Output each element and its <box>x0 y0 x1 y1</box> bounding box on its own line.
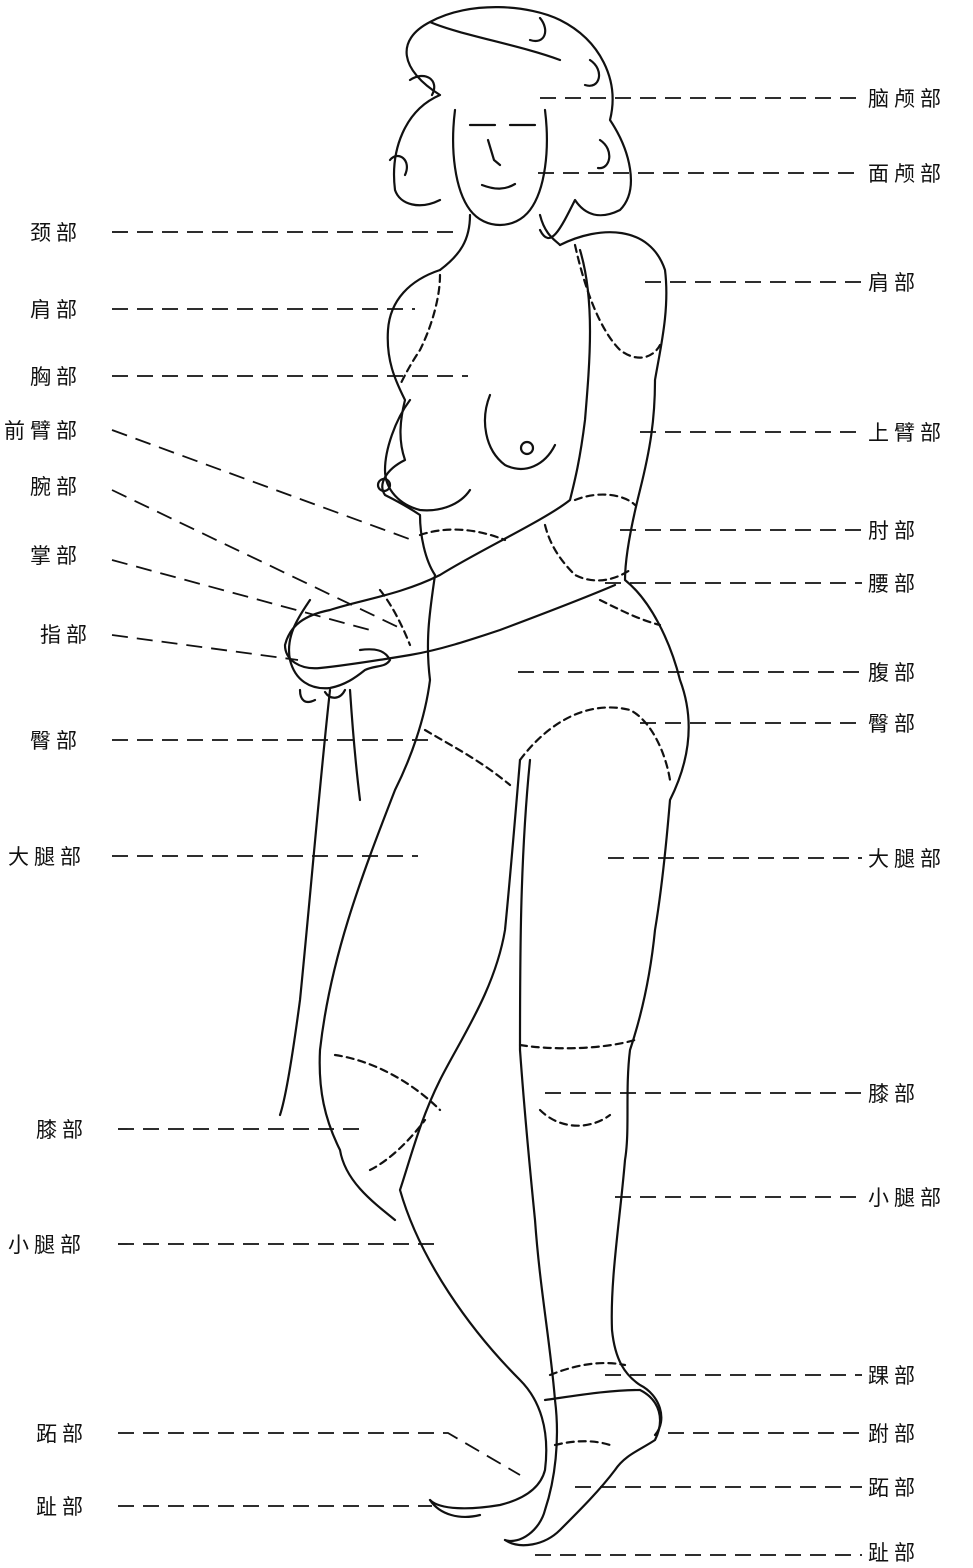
leader-zhi-finger <box>112 635 298 660</box>
label-zhi-right: 跖部 <box>868 1475 920 1501</box>
label-xi-left: 膝部 <box>36 1117 88 1143</box>
label-mianlu: 面颅部 <box>868 161 946 187</box>
label-jian-right: 肩部 <box>868 270 920 296</box>
label-xiaotui-left: 小腿部 <box>8 1232 86 1258</box>
leader-wan <box>112 490 400 628</box>
leader-zhang <box>112 560 370 630</box>
label-naolu: 脑颅部 <box>868 86 946 112</box>
label-tun-right: 臀部 <box>868 711 920 737</box>
label-zhi-toe-right: 趾部 <box>868 1540 920 1566</box>
label-jian-left: 肩部 <box>30 297 82 323</box>
label-zhou: 肘部 <box>868 518 920 544</box>
label-fu: 腹部 <box>868 660 920 686</box>
label-wan: 腕部 <box>30 474 82 500</box>
label-xiaotui-right: 小腿部 <box>868 1185 946 1211</box>
label-fu-foot: 跗部 <box>868 1421 920 1447</box>
label-zhi-finger: 指部 <box>40 622 92 648</box>
label-xi-right: 膝部 <box>868 1081 920 1107</box>
label-xiong: 胸部 <box>30 364 82 390</box>
label-yao: 腰部 <box>868 571 920 597</box>
label-zhi-left: 跖部 <box>36 1421 88 1447</box>
label-datui-left: 大腿部 <box>8 844 86 870</box>
label-qianbi: 前臂部 <box>4 418 82 444</box>
label-zhang: 掌部 <box>30 543 82 569</box>
label-huai: 踝部 <box>868 1363 920 1389</box>
label-datui-right: 大腿部 <box>868 846 946 872</box>
leader-zhi-l <box>118 1433 520 1475</box>
leader-qianbi <box>112 430 412 540</box>
label-tun-left: 臀部 <box>30 728 82 754</box>
label-jing: 颈部 <box>30 220 82 246</box>
label-shangbi: 上臂部 <box>868 420 946 446</box>
label-zhi-toe-left: 趾部 <box>36 1494 88 1520</box>
